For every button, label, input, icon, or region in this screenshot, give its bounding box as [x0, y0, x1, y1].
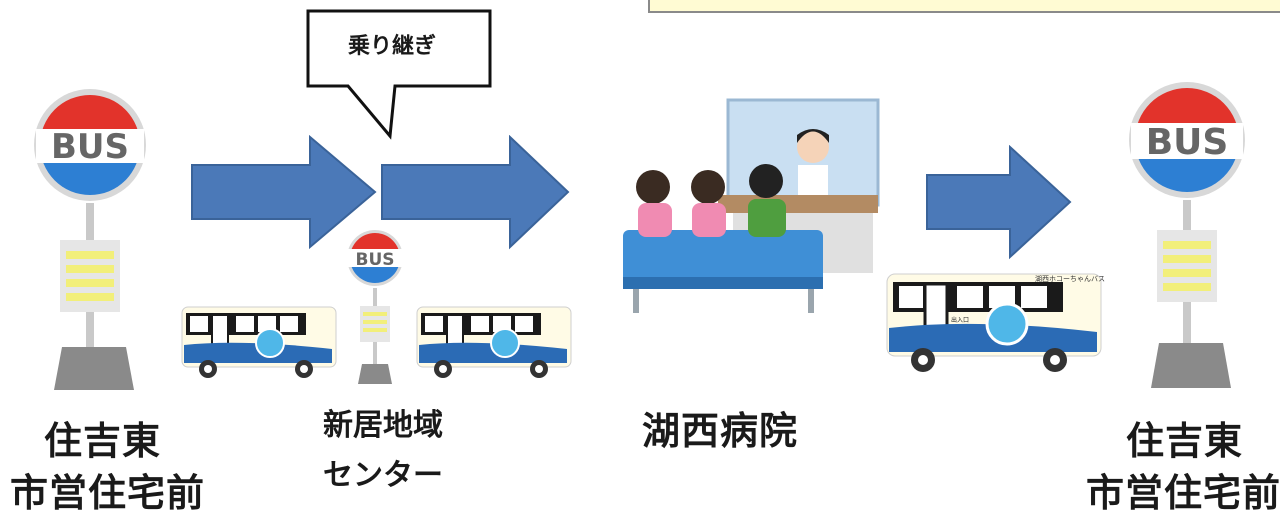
timetable-board [60, 240, 120, 312]
bus-sign-text: BUS [355, 250, 394, 270]
bus-door-label: 出入口 [951, 316, 969, 324]
transfer-stop-name-line2: センター [323, 458, 443, 493]
timetable-row [66, 279, 114, 287]
hospital-illustration [623, 98, 880, 313]
timetable-row [66, 265, 114, 273]
bus-sign-text: BUS [1146, 122, 1229, 163]
timetable-row [66, 251, 114, 259]
bus-sign-text: BUS [51, 127, 129, 167]
bus-stop-transfer: BUS [347, 230, 403, 384]
bus-1 [181, 306, 337, 378]
end-stop-name-line1: 住吉東 [1126, 419, 1244, 463]
start-stop-name-line1: 住吉東 [44, 419, 162, 463]
bus-name: 湖西ホコーちゃんバス [1035, 274, 1105, 283]
transfer-callout [306, 9, 492, 140]
start-stop-name-line2: 市営住宅前 [10, 471, 206, 515]
arrow-2 [381, 135, 570, 250]
bus-stop-start: BUS [34, 89, 146, 390]
arrow-3 [926, 145, 1072, 260]
transfer-stop-name-line1: 新居地域 [323, 408, 443, 443]
end-stop-name-line2: 市営住宅前 [1086, 471, 1280, 515]
callout-bubble-shape [306, 9, 492, 140]
arrow-1 [191, 135, 377, 250]
sign-base [54, 347, 134, 390]
hospital-name: 湖西病院 [642, 409, 799, 453]
bus-3: 湖西ホコーちゃんバス 出入口 [886, 273, 1105, 372]
bus-2 [416, 306, 572, 378]
callout-label: 乗り継ぎ [348, 34, 437, 59]
bus-stop-end: BUS [1129, 82, 1245, 388]
timetable-row [66, 293, 114, 301]
note-box [648, 0, 1280, 13]
sign-band [36, 129, 144, 163]
